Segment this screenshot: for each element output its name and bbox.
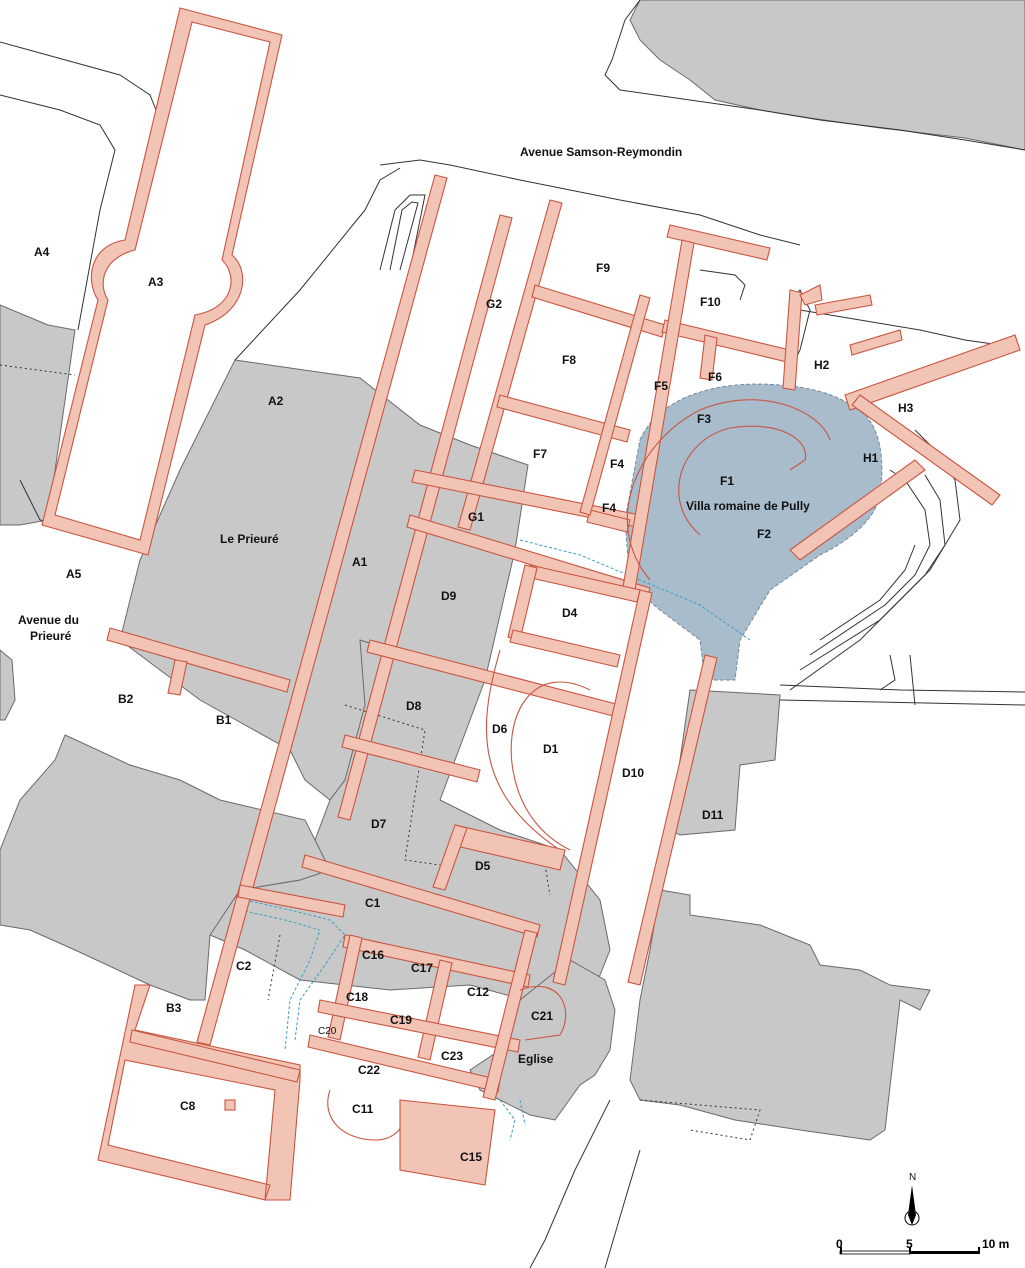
scale-ten: 10 m [982,1237,1009,1251]
wall-a1-inner [337,214,513,821]
wall-a1-long [196,174,448,1046]
zone-c18: C18 [346,990,368,1004]
zone-c21: C21 [531,1009,553,1023]
building-bottom-right [629,889,931,1141]
zone-g2: G2 [486,297,502,311]
scale-zero: 0 [836,1237,843,1251]
street-avenue-samson: Avenue Samson-Reymondin [520,145,682,159]
zone-c15: C15 [460,1150,482,1164]
zone-d9: D9 [441,589,457,603]
north-label: N [909,1172,916,1183]
zone-c19: C19 [390,1013,412,1027]
villa-romaine-shape [624,383,883,681]
zone-f6: F6 [708,370,722,384]
zone-d11: D11 [702,808,724,822]
zone-h1: H1 [863,451,879,465]
wall-g [457,199,563,531]
zone-f3: F3 [697,412,711,426]
building-c-wing [0,734,331,1001]
zone-f9: F9 [596,261,610,275]
zone-f7: F7 [533,447,547,461]
north-arrow-icon [908,1185,916,1225]
walls [41,7,1021,1201]
zone-g1: G1 [468,510,484,524]
zone-d8: D8 [406,699,422,713]
zone-h3: H3 [898,401,914,415]
zone-c12: C12 [467,985,489,999]
zone-labels: A2 A1 A3 A4 A5 B1 B2 B3 C1 C2 C8 C11 C12… [34,245,914,1164]
zone-a1: A1 [352,555,368,569]
zone-c17: C17 [411,961,433,975]
zone-d1: D1 [543,742,559,756]
zone-f5: F5 [654,379,668,393]
zone-f10: F10 [700,295,721,309]
zone-d6: D6 [492,722,508,736]
street-avenue-prieure-1: Avenue du [18,613,79,627]
building-left-edge [0,304,76,526]
building-left-small [0,649,16,721]
zone-d7: D7 [371,817,387,831]
building-label-prieure: Le Prieuré [220,532,279,546]
zone-b3: B3 [166,1001,182,1015]
zone-f4b: F4 [602,501,616,515]
zone-b2: B2 [118,692,134,706]
zone-a2: A2 [268,394,284,408]
zone-c20: C20 [318,1026,337,1037]
scale-bar: 0 5 10 m [836,1237,1009,1255]
street-avenue-prieure-2: Prieuré [30,629,72,643]
zone-f8: F8 [562,353,576,367]
zone-d5: D5 [475,859,491,873]
zone-c16: C16 [362,948,384,962]
water-channels [239,539,751,1141]
zone-h2: H2 [814,358,830,372]
zone-a3: A3 [148,275,164,289]
zone-f4a: F4 [610,457,624,471]
villa-romaine-area [624,383,883,681]
zone-b1: B1 [216,713,232,727]
building-label-villa: Villa romaine de Pully [686,499,810,513]
scale-five: 5 [906,1237,913,1251]
wall-a3 [41,7,283,556]
zone-c11: C11 [352,1102,374,1116]
north-arrow: N [904,1172,920,1226]
zone-f1: F1 [720,474,734,488]
zone-c1: C1 [365,896,381,910]
building-label-eglise: Eglise [518,1052,554,1066]
building-top-right [629,0,1025,151]
zone-a4: A4 [34,245,50,259]
zone-a5: A5 [66,567,82,581]
zone-c2: C2 [236,959,252,973]
zone-d4: D4 [562,606,578,620]
zone-c8: C8 [180,1099,196,1113]
zone-f2: F2 [757,527,771,541]
zone-d10: D10 [622,766,644,780]
wall-c8 [97,984,301,1201]
zone-c23: C23 [441,1049,463,1063]
zone-c22: C22 [358,1063,380,1077]
